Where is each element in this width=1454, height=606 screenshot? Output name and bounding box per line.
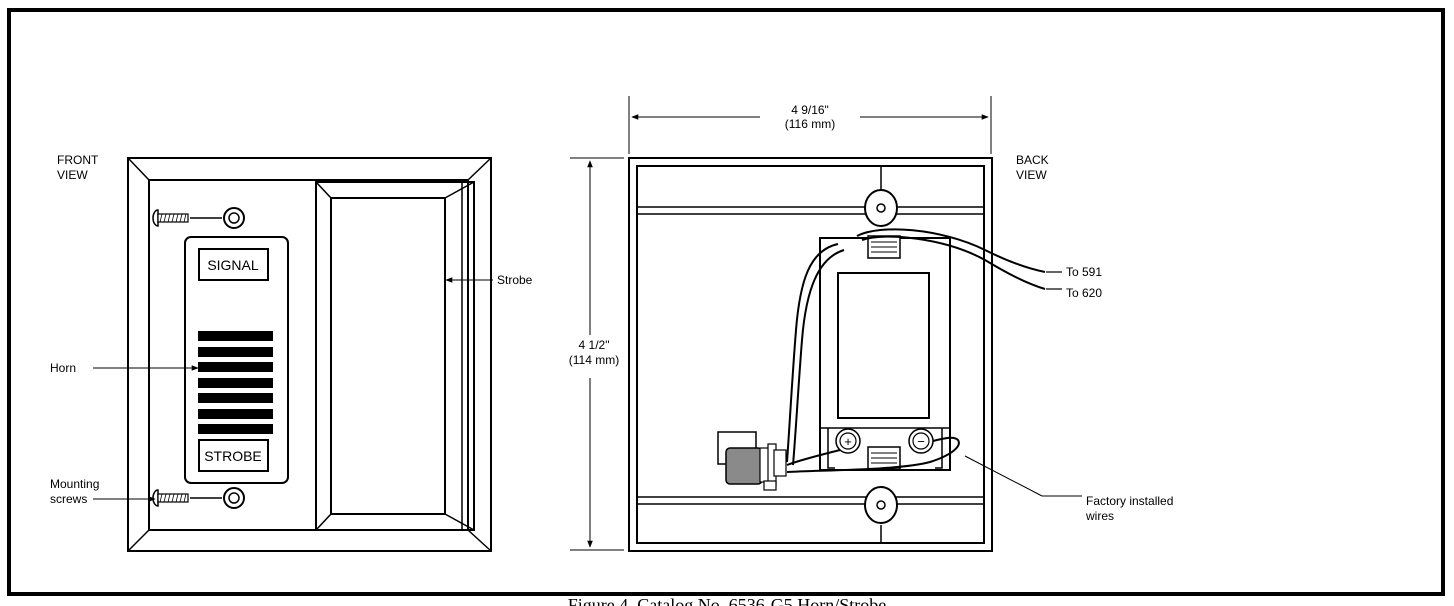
mounting-screws-label: Mounting — [50, 477, 99, 491]
front-view: FRONT VIEW — [50, 153, 533, 552]
minus-terminal-icon: − — [908, 428, 934, 454]
strobe-button-label: STROBE — [204, 448, 262, 464]
signal-label-box — [198, 248, 269, 281]
front-view-label: FRONT — [57, 153, 99, 167]
back-box-outer — [628, 157, 993, 552]
width-dimension: 4 9/16" (116 mm) — [628, 96, 992, 154]
plus-terminal-icon: + — [835, 428, 861, 454]
plus-terminal-label: + — [844, 434, 852, 449]
lead-wires — [856, 228, 1046, 290]
front-plate-outer — [127, 157, 492, 552]
mounting-hole-bottom-icon — [864, 486, 898, 524]
front-view-label: VIEW — [57, 168, 88, 182]
horn-panel — [184, 236, 289, 484]
wire-connector-icon — [717, 431, 787, 491]
strobe-callout-label: Strobe — [497, 273, 533, 287]
back-box-inner — [636, 165, 985, 544]
factory-wires — [786, 243, 960, 473]
back-view: BACK VIEW 4 9/16" (116 mm) 4 1/2" (114 m… — [569, 96, 1173, 552]
strobe-lens — [315, 181, 475, 531]
mounting-screw-bottom-icon — [152, 487, 245, 509]
electronics-module: + − — [819, 235, 951, 471]
figure-caption-box: Figure 4. Catalog No. 6536-G5 Horn/Strob… — [0, 590, 1454, 606]
height-dimension: 4 1/2" (114 mm) — [569, 157, 624, 551]
mounting-screw-top-icon — [152, 207, 245, 229]
mounting-screws-label: screws — [50, 492, 87, 506]
width-dimension-label: 4 9/16" — [791, 103, 829, 117]
back-view-label: VIEW — [1016, 168, 1047, 182]
to-591-label: To 591 — [1066, 265, 1102, 279]
figure-caption: Figure 4. Catalog No. 6536-G5 Horn/Strob… — [567, 595, 887, 606]
figure-frame — [7, 8, 1445, 596]
horn-callout-label: Horn — [50, 361, 76, 375]
height-dimension-label: 4 1/2" — [579, 338, 610, 352]
mounting-hole-top-icon — [864, 189, 898, 227]
minus-terminal-label: − — [917, 434, 925, 449]
signal-label: SIGNAL — [207, 257, 259, 273]
to-620-label: To 620 — [1066, 286, 1102, 300]
factory-wires-label: wires — [1085, 509, 1114, 523]
horn-grille — [198, 331, 273, 434]
back-view-label: BACK — [1016, 153, 1049, 167]
strobe-label-box — [198, 439, 269, 472]
width-dimension-label: (116 mm) — [785, 117, 835, 131]
factory-wires-label: Factory installed — [1086, 494, 1173, 508]
front-plate-inner — [148, 179, 469, 531]
height-dimension-label: (114 mm) — [569, 353, 619, 367]
